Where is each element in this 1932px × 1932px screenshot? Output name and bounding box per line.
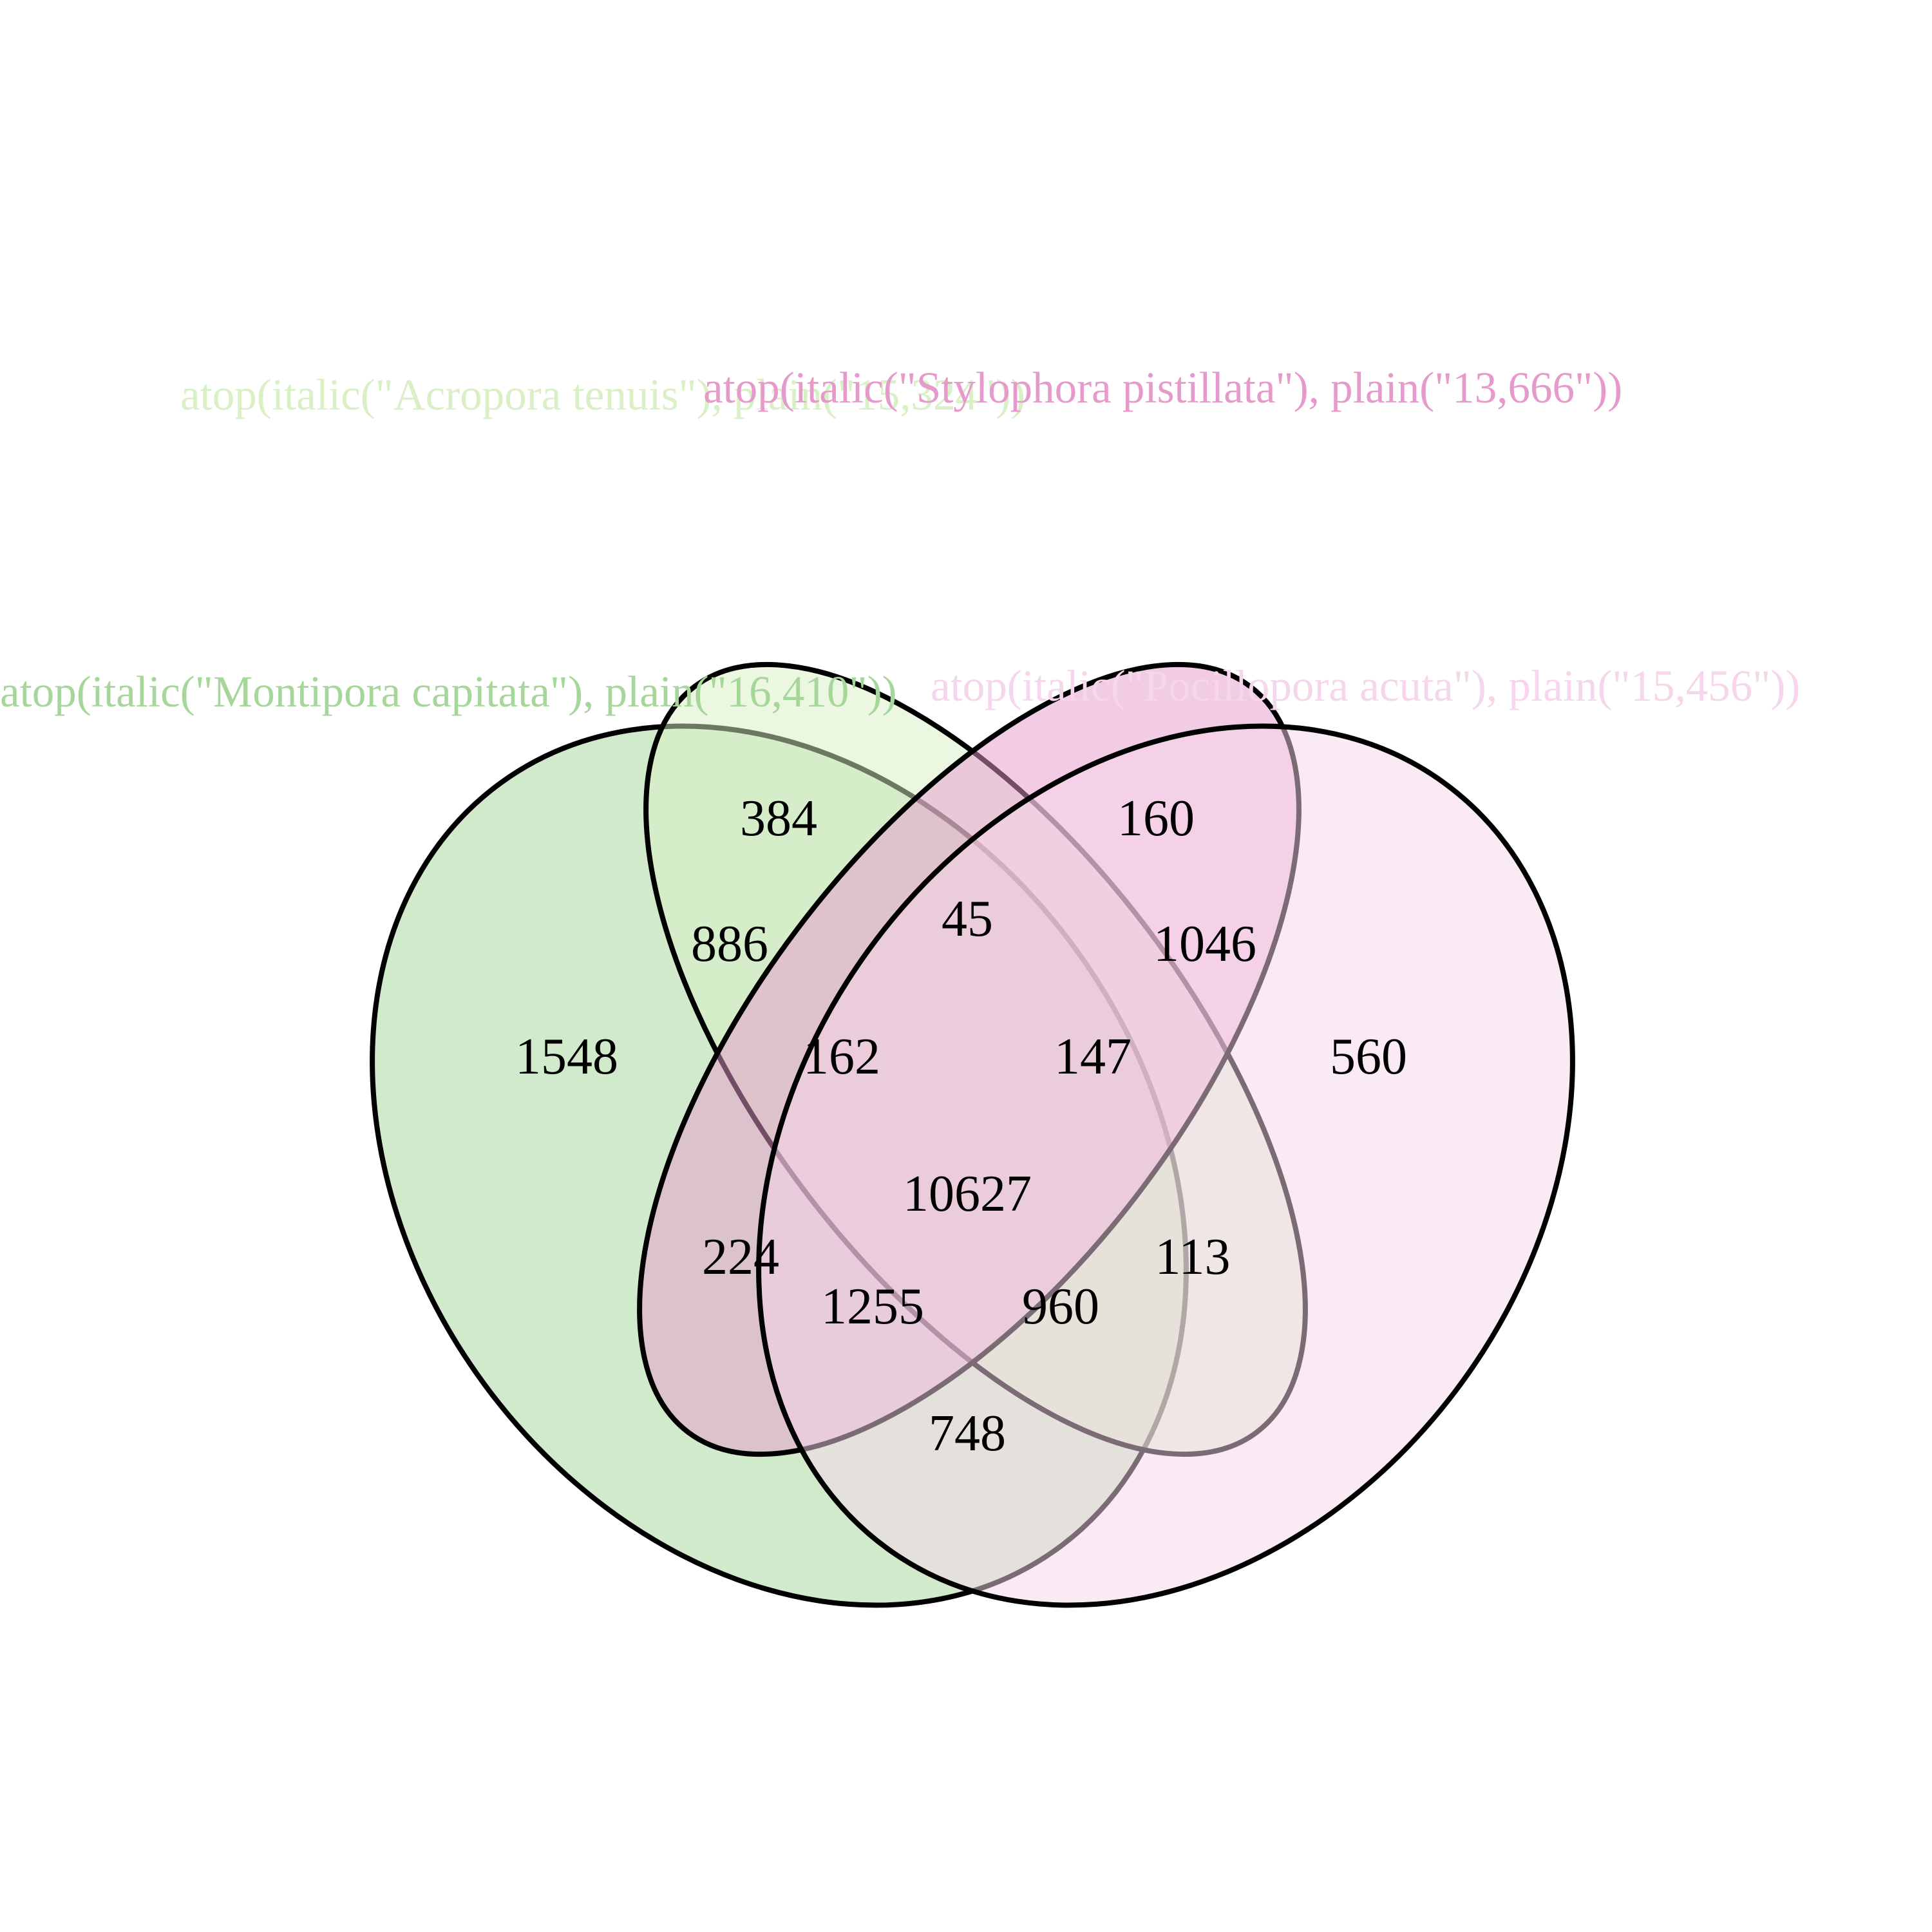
count-stylophora-pocillopora: 1046 (1153, 916, 1256, 972)
count-montipora-acropora-pocillopora: 960 (1022, 1278, 1099, 1335)
count-stylophora-only: 160 (1117, 790, 1195, 847)
count-all-four: 10627 (903, 1166, 1032, 1222)
set-labels: atop(italic("Montipora capitata"), plain… (0, 363, 1800, 716)
count-pocillopora-only: 560 (1330, 1028, 1407, 1085)
set-label-pocillopora: atop(italic("Pocillopora acuta"), plain(… (931, 661, 1800, 710)
count-acropora-pocillopora: 113 (1155, 1229, 1230, 1285)
count-montipora-only: 1548 (515, 1028, 618, 1085)
count-montipora-stylophora: 224 (702, 1229, 779, 1285)
count-montipora-acropora: 886 (691, 916, 768, 972)
count-montipora-stylophora-pocillopora: 1255 (821, 1278, 924, 1335)
set-ellipses (370, 661, 1575, 1608)
set-label-montipora: atop(italic("Montipora capitata"), plain… (0, 667, 897, 716)
count-acropora-stylophora-pocillopora: 147 (1054, 1028, 1132, 1085)
count-acropora-stylophora: 45 (942, 891, 993, 947)
count-montipora-pocillopora: 748 (929, 1405, 1006, 1462)
pocillopora-ellipse (756, 723, 1575, 1608)
region-counts: 384 160 45 886 1046 1548 162 147 560 106… (515, 790, 1407, 1462)
set-label-acropora: atop(italic("Acropora tenuis"), plain("1… (180, 370, 1025, 419)
count-montipora-acropora-stylophora: 162 (803, 1028, 880, 1085)
count-acropora-only: 384 (740, 790, 817, 847)
set-label-stylophora: atop(italic("Stylophora pistillata"), pl… (703, 363, 1622, 412)
